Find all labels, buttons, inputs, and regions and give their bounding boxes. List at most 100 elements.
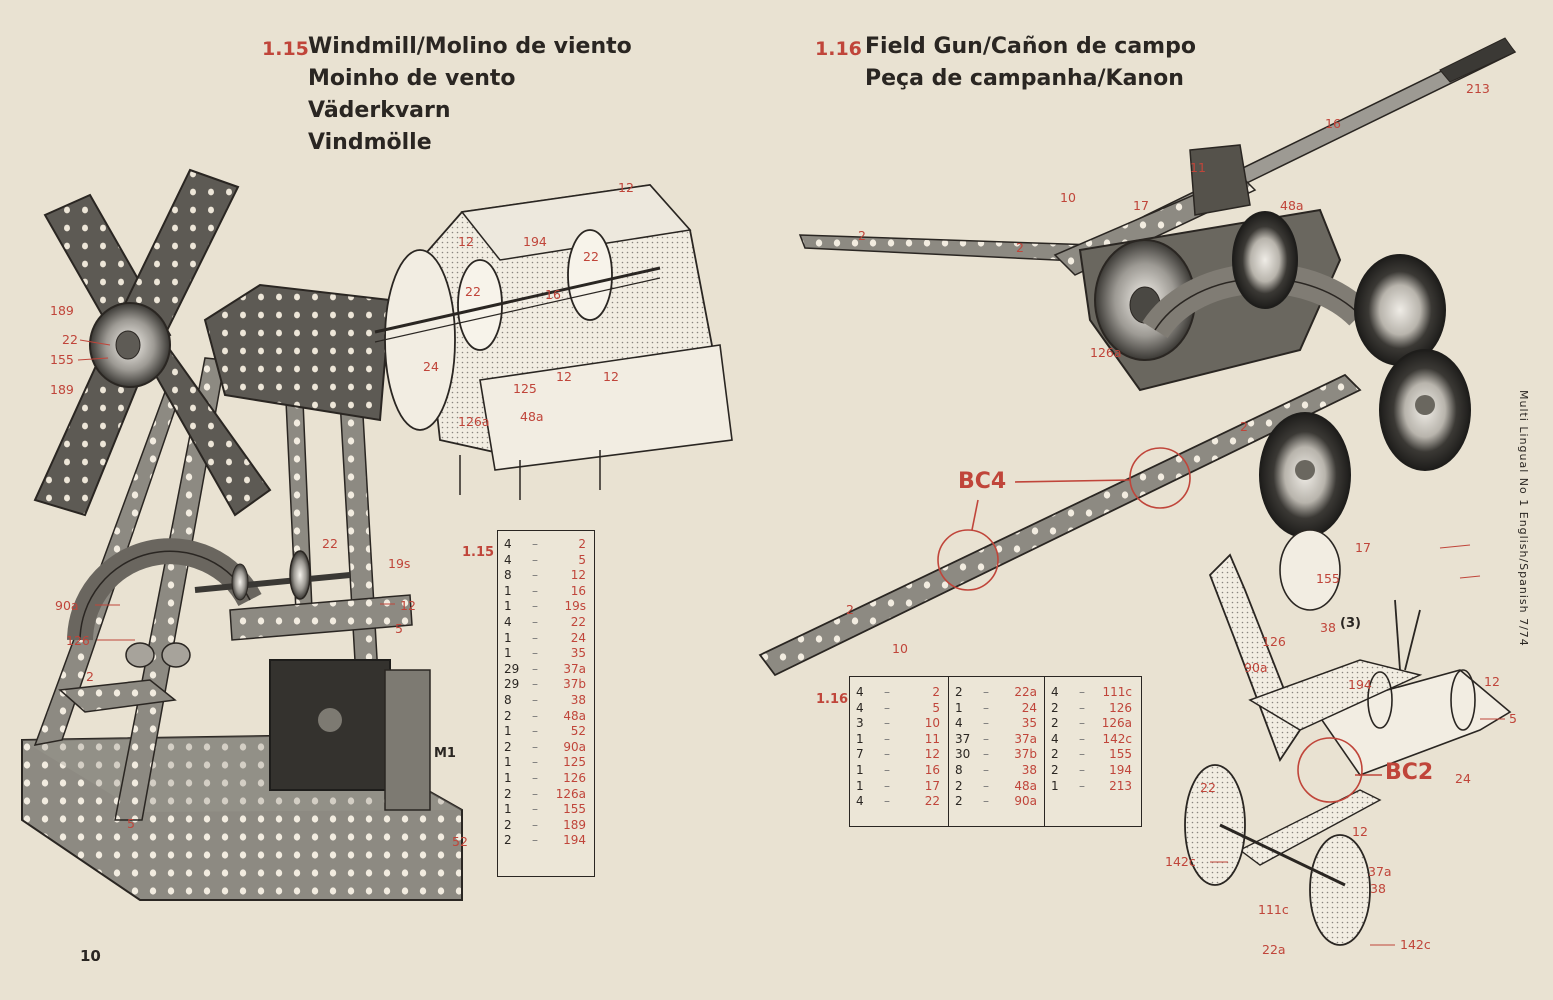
part-number: 126a — [555, 786, 586, 801]
part-number: 24 — [1021, 700, 1037, 715]
part-label: 12 — [1352, 824, 1368, 839]
part-label: 142c — [1165, 854, 1196, 869]
part-label: 22 — [1200, 780, 1216, 795]
part-number: 90a — [563, 739, 586, 754]
part-label: 5 — [1509, 711, 1517, 726]
dash-separator: – — [1079, 778, 1085, 793]
part-label: 10 — [892, 641, 908, 656]
part-number: 194 — [563, 833, 586, 848]
part-label: 90a — [55, 598, 79, 613]
part-quantity: 2 — [504, 833, 512, 848]
part-label: 126 — [66, 633, 90, 648]
part-quantity: 2 — [1051, 700, 1059, 715]
part-number: 126a — [1101, 716, 1132, 731]
part-number: 48a — [563, 708, 586, 723]
part-label: 2 — [846, 602, 854, 617]
part-number: 194 — [1109, 762, 1132, 777]
parts-row: 2–189 — [498, 818, 594, 834]
parts-row: 8 – 38 — [949, 763, 1045, 779]
part-quantity: 1 — [1051, 778, 1059, 793]
part-label: 90a — [1244, 660, 1268, 675]
part-number: 37b — [1014, 747, 1037, 762]
windmill-detail-illustration — [374, 184, 733, 500]
part-quantity: 2 — [955, 685, 963, 699]
part-number: 90a — [1014, 794, 1037, 809]
part-label: 37a — [1368, 864, 1392, 879]
parts-row: 1–126 — [498, 771, 594, 787]
dash-separator: – — [532, 786, 538, 801]
parts-row: 1–155 — [498, 802, 594, 818]
dash-separator: – — [884, 685, 890, 699]
side-caption: Multi Lingual No 1 English/Spanish 7/74 — [1517, 390, 1530, 647]
part-label: 126 — [1262, 634, 1286, 649]
part-label: 111c — [1258, 902, 1289, 917]
dash-separator: – — [884, 747, 890, 762]
windmill-illustration — [21, 168, 463, 901]
part-number: 19s — [564, 599, 586, 614]
part-label: 12 — [400, 598, 416, 613]
part-label: 24 — [1455, 771, 1471, 786]
dash-separator: – — [532, 537, 538, 551]
dash-separator: – — [983, 794, 989, 809]
part-label: 17 — [1133, 198, 1149, 213]
dash-separator: – — [532, 599, 538, 614]
part-quantity: 4 — [504, 614, 512, 629]
dash-separator: – — [532, 724, 538, 739]
model-1-16-title-line-2: Peça de campanha/Kanon — [865, 66, 1184, 91]
part-quantity: 2 — [1051, 716, 1059, 731]
part-quantity: 1 — [504, 630, 512, 645]
part-number: 155 — [1109, 747, 1132, 762]
part-label: 213 — [1466, 81, 1490, 96]
parts-row: 37–37a — [949, 732, 1045, 748]
part-label: 2 — [1016, 240, 1024, 255]
parts-row: 1–24 — [949, 701, 1045, 717]
parts-row: 2 – 194 — [498, 833, 594, 849]
parts-row: 1–213 — [1045, 779, 1140, 795]
part-label: 16 — [545, 287, 561, 302]
dash-separator: – — [983, 762, 989, 777]
part-quantity: 1 — [955, 700, 963, 715]
part-number: 5 — [578, 552, 586, 567]
part-quantity: 8 — [955, 762, 963, 777]
part-label: (3) — [1340, 616, 1361, 631]
part-quantity: 30 — [955, 747, 971, 762]
part-quantity: 29 — [504, 661, 520, 676]
part-label: 38 — [1370, 881, 1386, 896]
parts-row: 4–35 — [949, 716, 1045, 732]
part-number: 17 — [924, 778, 940, 793]
part-label: 12 — [1484, 674, 1500, 689]
part-number: 24 — [570, 630, 586, 645]
part-number: 38 — [570, 692, 586, 707]
part-label: 194 — [523, 234, 547, 249]
part-number: 5 — [932, 700, 940, 715]
part-quantity: 1 — [504, 583, 512, 598]
dash-separator: – — [532, 708, 538, 723]
part-quantity: 2 — [955, 778, 963, 793]
part-number: 126 — [563, 770, 586, 785]
part-quantity: 4 — [504, 537, 512, 551]
parts-row: 1–125 — [498, 755, 594, 771]
dash-separator: – — [532, 568, 538, 583]
part-quantity: 4 — [856, 685, 864, 699]
dash-separator: – — [532, 583, 538, 598]
model-1-15-title-line-4: Vindmölle — [308, 130, 432, 155]
part-quantity: 2 — [504, 739, 512, 754]
part-number: 38 — [1021, 762, 1037, 777]
part-quantity: 1 — [504, 770, 512, 785]
part-number: 37b — [563, 677, 586, 692]
part-quantity: 1 — [856, 762, 864, 777]
dash-separator: – — [1079, 716, 1085, 731]
part-number: 22 — [570, 614, 586, 629]
part-quantity: 37 — [955, 731, 971, 746]
parts-row: 4–22 — [498, 615, 594, 631]
parts-row: 29–37b — [498, 677, 594, 693]
part-label: 126a — [1090, 345, 1122, 360]
part-number: 111c — [1102, 685, 1132, 699]
dash-separator: – — [532, 833, 538, 848]
parts-row: 29–37a — [498, 662, 594, 678]
part-label: 48a — [1280, 198, 1304, 213]
part-quantity: 7 — [856, 747, 864, 762]
